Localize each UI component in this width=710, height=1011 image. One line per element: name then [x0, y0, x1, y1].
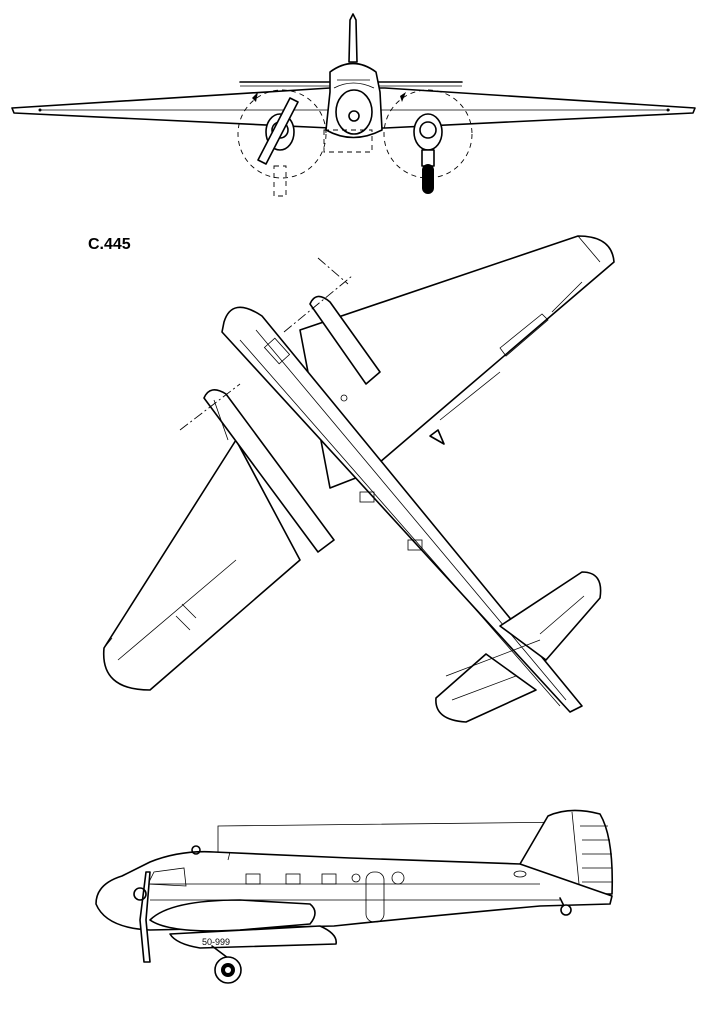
side-lower-nacelle [169, 925, 337, 949]
registration-marking: 50-999 [202, 937, 231, 947]
side-propeller [139, 871, 151, 963]
plan-port-tailplane [435, 653, 537, 723]
side-window-2 [285, 873, 301, 885]
left-propeller-disc [237, 89, 327, 179]
aerial-wire [217, 821, 575, 856]
front-view [11, 13, 696, 197]
plan-view [102, 235, 615, 723]
plan-port-wing [102, 439, 301, 691]
right-wheel [422, 164, 434, 194]
side-window-3 [321, 873, 337, 885]
side-cockpit [147, 867, 187, 887]
plan-starboard-wing [299, 235, 615, 489]
front-nose [335, 89, 373, 135]
plan-port-nacelle [203, 389, 335, 553]
right-propeller-disc [383, 89, 473, 179]
front-fin [348, 13, 358, 63]
plan-starboard-nacelle [309, 295, 381, 385]
side-nacelle [149, 899, 316, 932]
plan-fuselage [221, 306, 583, 713]
plan-starboard-tailplane [499, 571, 602, 661]
side-tail-wheel [560, 904, 572, 916]
side-window-1 [245, 873, 261, 885]
aircraft-designation-label: C.445 [88, 236, 131, 253]
side-door [365, 871, 385, 923]
